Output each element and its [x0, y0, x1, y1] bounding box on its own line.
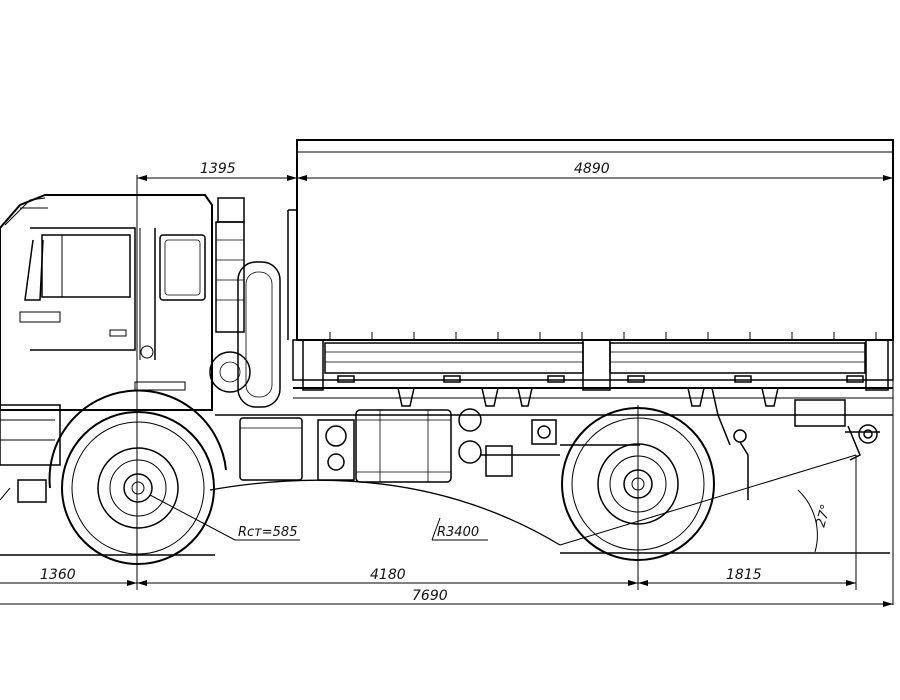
rear-cab-window — [159, 234, 206, 301]
side-boards — [292, 339, 894, 407]
dim-overall-length: 7690 — [412, 588, 448, 604]
dim-rear-overhang: 1815 — [726, 567, 762, 583]
air-filter — [209, 351, 251, 393]
cab-outline — [0, 194, 213, 411]
cab-rear-equipment — [209, 197, 281, 408]
cab — [0, 194, 213, 503]
battery-box — [239, 417, 303, 481]
ground-lines — [0, 552, 890, 556]
fuel-tank — [355, 409, 452, 483]
label-wheel-radius: Rст=585 — [238, 525, 297, 540]
ground-clearance-arc — [0, 454, 857, 590]
air-tank-lower — [458, 440, 482, 464]
front-wheel — [48, 389, 227, 565]
dim-cab-to-body: 1395 — [200, 161, 236, 177]
air-intake — [217, 197, 245, 223]
dimension-arrows — [127, 175, 893, 607]
label-departure-angle: 27° — [814, 503, 834, 529]
label-ground-radius: R3400 — [437, 525, 479, 540]
dim-body-length: 4890 — [574, 161, 610, 177]
dim-front-overhang: 1360 — [40, 567, 76, 583]
air-tank-upper — [458, 408, 482, 432]
dim-wheelbase: 4180 — [370, 567, 406, 583]
dimension-lines — [0, 140, 894, 605]
door-window — [41, 234, 131, 298]
spare-wheel — [237, 261, 281, 408]
undercarriage-equipment — [239, 408, 557, 483]
